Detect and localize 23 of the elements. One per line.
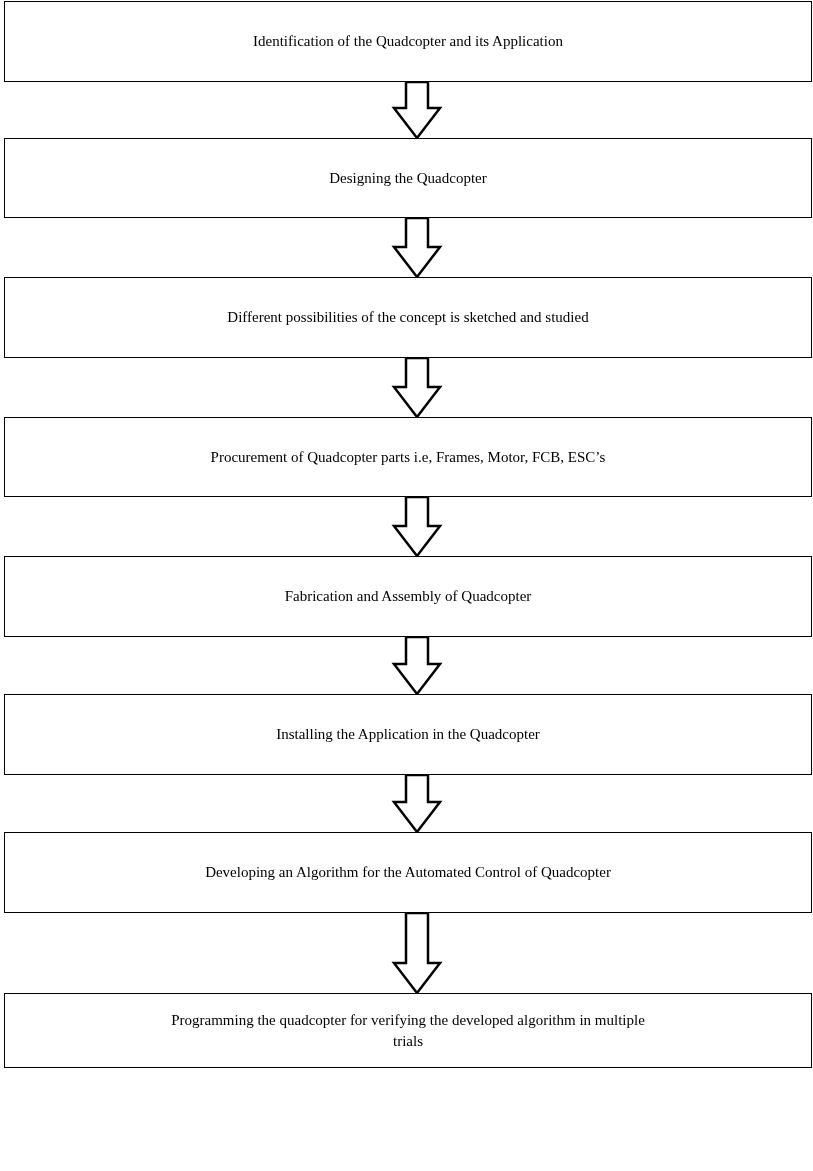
step-text: Programming the quadcopter for verifying the developed algorithm in multiple trials [170, 1011, 646, 1051]
step-text: Procurement of Quadcopter parts i.e, Frames, Motor, FCB, ESC’s [210, 447, 606, 467]
block-arrow [391, 911, 443, 996]
block-arrow [391, 773, 443, 835]
block-arrow [391, 635, 443, 697]
process-box [4, 1, 812, 82]
step-text: Identification of the Quadcopter and its Application [253, 32, 563, 52]
block-arrow [391, 216, 443, 280]
process-box [4, 832, 812, 913]
process-box [4, 694, 812, 775]
process-box [4, 277, 812, 358]
process-box [4, 556, 812, 637]
step-text: Designing the Quadcopter [329, 168, 487, 188]
step-text: Developing an Algorithm for the Automated Control of Quadcopter [205, 863, 611, 883]
block-arrow [391, 80, 443, 141]
block-arrow [391, 356, 443, 420]
step-text: Installing the Application in the Quadcopter [276, 725, 540, 745]
step-text: Fabrication and Assembly of Quadcopter [284, 587, 532, 607]
process-box [4, 138, 812, 218]
step-text: Different possibilities of the concept is sketched and studied [227, 308, 589, 328]
process-box [4, 417, 812, 497]
block-arrow [391, 495, 443, 559]
process-box [4, 993, 812, 1068]
